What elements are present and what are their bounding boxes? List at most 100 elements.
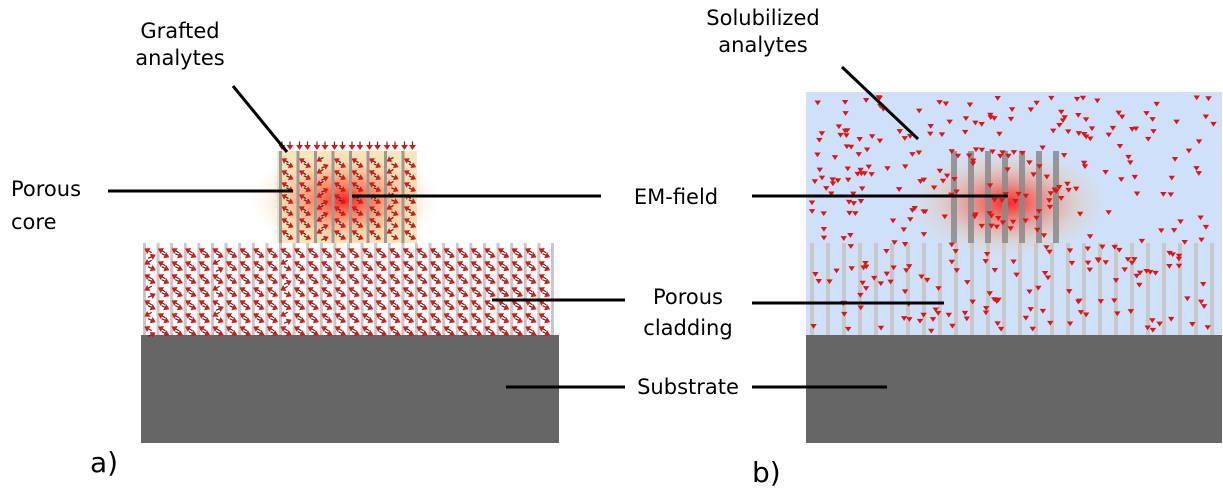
analyte-molecule (374, 141, 381, 151)
analyte-head (326, 278, 333, 285)
analyte-molecule (1039, 308, 1047, 314)
analyte-molecule (1177, 219, 1184, 225)
analyte-head (401, 144, 408, 151)
analyte-head (244, 278, 251, 285)
pore-wall (238, 243, 242, 335)
pore-wall (251, 243, 255, 335)
analyte-molecule (1022, 193, 1030, 199)
analyte-head (394, 252, 401, 259)
analyte-molecule (1094, 257, 1102, 263)
em-field-label: EM-field (633, 185, 719, 209)
analyte-molecule (525, 261, 533, 267)
pore-wall (415, 243, 418, 335)
analyte-head (497, 274, 505, 280)
analyte-molecule (334, 326, 343, 332)
analyte-head (190, 278, 197, 285)
analyte-head (253, 248, 260, 254)
analyte-head (530, 278, 537, 285)
analyte-head (299, 194, 305, 200)
analyte-head (421, 278, 428, 285)
analyte-head (863, 147, 871, 153)
analyte-molecule (379, 317, 387, 324)
analyte-molecule (1175, 263, 1183, 269)
analyte-head (1035, 285, 1042, 291)
analyte-molecule (538, 274, 547, 280)
analyte-molecule (1193, 166, 1200, 171)
analyte-head (920, 312, 927, 318)
analyte-molecule (1127, 160, 1134, 166)
analyte-head (375, 313, 382, 319)
analyte-molecule (416, 261, 425, 267)
analyte-head (1047, 191, 1054, 197)
analyte-head (829, 177, 836, 183)
analyte-head (258, 278, 265, 285)
analyte-molecule (1086, 234, 1094, 240)
analyte-head (1082, 312, 1090, 318)
analyte-molecule (1033, 215, 1040, 221)
analyte-head (1204, 325, 1211, 331)
analyte-head (307, 287, 314, 293)
analyte-molecule (501, 265, 510, 272)
analyte-head (538, 261, 545, 267)
analyte-molecule (321, 326, 329, 332)
analyte-head (1202, 224, 1210, 230)
analyte-head (951, 176, 958, 182)
analyte-head (312, 291, 319, 298)
pore-wall (954, 243, 958, 335)
analyte-head (861, 171, 868, 177)
analyte-molecule (351, 182, 359, 188)
analyte-head (448, 291, 455, 298)
analyte-head (835, 124, 843, 130)
analyte-molecule (408, 222, 417, 229)
analyte-head (281, 182, 288, 188)
analyte-head (340, 265, 347, 272)
analyte-molecule (144, 311, 153, 317)
analyte-molecule (373, 234, 382, 241)
analyte-head (386, 204, 393, 210)
analyte-head (293, 274, 301, 280)
analyte-head (457, 274, 464, 280)
analyte-head (266, 261, 273, 267)
analyte-molecule (256, 304, 265, 311)
analyte-molecule (907, 217, 914, 223)
analyte-head (850, 191, 857, 197)
analyte-head (307, 300, 314, 306)
analyte-head (361, 274, 369, 280)
analyte-molecule (356, 234, 364, 241)
analyte-head (340, 291, 347, 298)
analyte-molecule (188, 304, 197, 311)
analyte-head (900, 227, 908, 233)
analyte-molecule (1026, 160, 1033, 166)
analyte-molecule (1005, 153, 1012, 159)
analyte-head (999, 220, 1007, 226)
analyte-head (326, 317, 333, 324)
analyte-head (917, 179, 924, 184)
analyte-molecule (501, 278, 510, 285)
analyte-head (435, 265, 442, 272)
analyte-head (293, 313, 301, 319)
analyte-head (995, 297, 1002, 303)
analyte-molecule (998, 198, 1006, 204)
analyte-head (305, 198, 312, 205)
analyte-molecule (457, 261, 465, 267)
analyte-head (204, 317, 211, 324)
analyte-head (307, 248, 314, 254)
analyte-head (429, 326, 437, 332)
analyte-molecule (383, 141, 391, 151)
analyte-head (176, 265, 183, 272)
analyte-molecule (945, 312, 953, 318)
analyte-head (144, 248, 151, 254)
analyte-head (361, 300, 369, 306)
analyte-head (389, 300, 396, 306)
analyte-head (299, 158, 305, 164)
analyte-molecule (270, 265, 279, 272)
analyte-head (353, 265, 360, 272)
analyte-molecule (299, 194, 307, 200)
analyte-molecule (324, 278, 333, 285)
analyte-molecule (307, 248, 316, 254)
analyte-head (470, 261, 477, 267)
analyte-head (516, 330, 523, 337)
analyte-molecule (948, 242, 955, 248)
analyte-molecule (338, 304, 347, 311)
analyte-head (299, 317, 306, 324)
